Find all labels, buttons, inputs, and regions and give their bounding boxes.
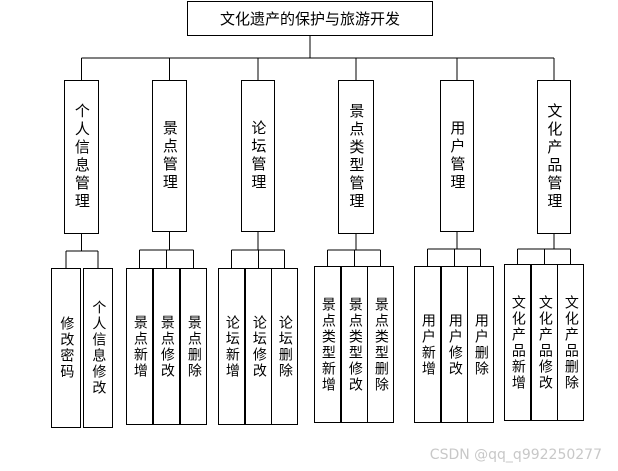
child-node: 景点新增	[126, 268, 153, 425]
child-node: 景点删除	[180, 268, 207, 425]
module-node: 论坛管理	[241, 80, 275, 232]
child-node: 论坛删除	[271, 268, 298, 425]
module-node: 文化产品管理	[537, 80, 571, 234]
child-node: 用户删除	[467, 266, 494, 423]
child-node: 景点类型删除	[367, 266, 394, 423]
child-node: 景点类型新增	[314, 266, 341, 423]
child-node: 修改密码	[51, 268, 81, 428]
root-node: 文化遗产的保护与旅游开发	[187, 1, 433, 36]
child-node: 景点类型修改	[341, 266, 368, 423]
child-node: 论坛新增	[218, 268, 245, 425]
child-node: 个人信息修改	[83, 268, 113, 428]
child-node: 论坛修改	[245, 268, 272, 425]
child-node: 景点修改	[153, 268, 180, 425]
child-node: 用户修改	[441, 266, 468, 423]
module-node: 景点管理	[152, 80, 187, 232]
module-node: 景点类型管理	[338, 80, 374, 234]
module-node: 用户管理	[440, 80, 474, 232]
child-node: 文化产品新增	[504, 264, 531, 421]
watermark: CSDN @qq_q992250277	[429, 447, 602, 463]
child-node: 文化产品修改	[531, 264, 558, 421]
module-node: 个人信息管理	[64, 80, 99, 234]
child-node: 文化产品删除	[557, 264, 584, 421]
child-node: 用户新增	[414, 266, 441, 423]
